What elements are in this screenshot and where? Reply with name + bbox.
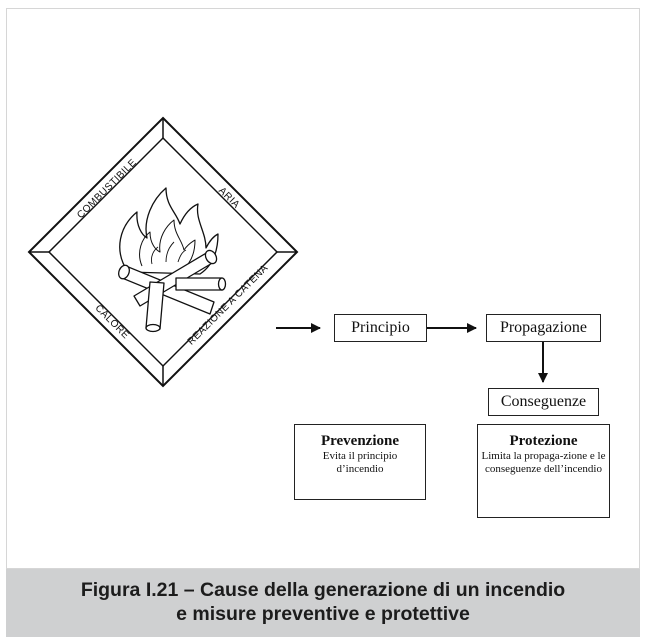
conseguenze-label: Conseguenze — [500, 393, 587, 410]
protezione-description: Limita la propaga-zione e le conseguenze… — [481, 450, 606, 475]
principio-label: Principio — [351, 319, 410, 336]
propagazione-box: Propagazione — [486, 314, 601, 342]
protezione-title: Protezione — [509, 433, 578, 449]
prevenzione-description: Evita il principio d’incendio — [322, 450, 398, 475]
protezione-box: Protezione Limita la propaga-zione e le … — [477, 424, 610, 518]
fire-diamond: COMBUSTIBILE ARIA CALORE REAZIONE A CATE… — [27, 116, 299, 388]
fire-diagram: COMBUSTIBILE ARIA CALORE REAZIONE A CATE… — [27, 116, 548, 388]
caption-line-2: e misure preventive e protettive — [176, 603, 470, 625]
propagazione-label: Propagazione — [499, 319, 588, 336]
figure-caption: Figura I.21 – Cause della generazione di… — [6, 569, 640, 637]
bonfire-icon — [118, 187, 227, 333]
caption-line-1: Figura I.21 – Cause della generazione di… — [80, 579, 566, 601]
principio-box: Principio — [334, 314, 427, 342]
prevenzione-title: Prevenzione — [320, 433, 400, 449]
conseguenze-box: Conseguenze — [488, 388, 599, 416]
prevenzione-box: Prevenzione Evita il principio d’incendi… — [294, 424, 426, 500]
